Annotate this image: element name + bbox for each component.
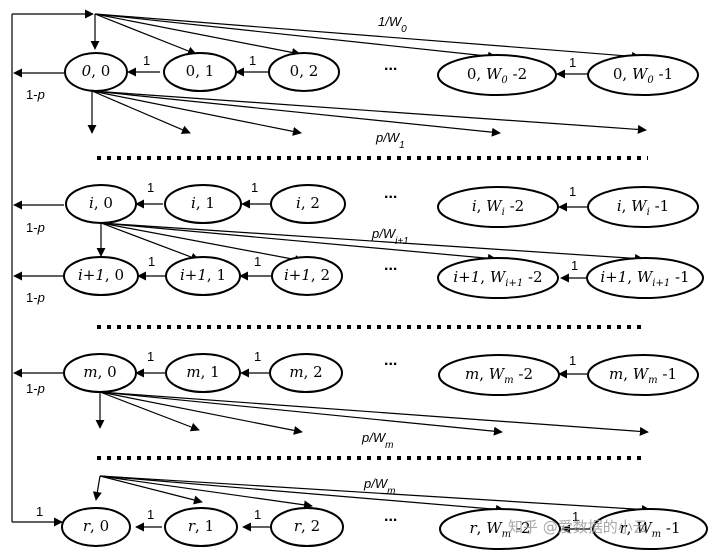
prob-label: 1 (569, 184, 576, 199)
svg-text:m, 2: m, 2 (289, 363, 322, 381)
svg-text:i+1, 2: i+1, 2 (284, 266, 330, 284)
state-node-m-wm-2: m, Wm -2 (438, 354, 560, 396)
state-node-i1-wi1-2: i+1, Wi+1 -2 (437, 257, 559, 299)
state-node-i-2: i, 2 (270, 184, 346, 224)
svg-text:i, Wi -1: i, Wi -1 (617, 197, 669, 218)
prob-label: 1 (147, 180, 154, 195)
svg-text:i+1, Wi+1 -1: i+1, Wi+1 -1 (600, 268, 689, 289)
state-node-0-w0-1: 0, W0 -1 (587, 54, 699, 96)
prob-label: 1 (249, 53, 256, 68)
prob-label: 1 (251, 180, 258, 195)
entry-label-stage-r: p/Wm (363, 476, 395, 497)
ellipsis: ... (384, 508, 397, 525)
state-node-0-w0-2: 0, W0 -2 (437, 54, 557, 96)
svg-text:i+1, 1: i+1, 1 (180, 266, 226, 284)
svg-text:r, 1: r, 1 (188, 517, 214, 535)
back-label-stage-i: 1-p (26, 220, 45, 235)
state-node-m-1: m, 1 (165, 353, 241, 393)
watermark-text: 知乎 @爱数据的小云 (508, 518, 648, 536)
state-node-i1-2: i+1, 2 (271, 256, 343, 296)
prob-label: 1 (148, 254, 155, 269)
state-node-0-1: 0, 1 (163, 52, 237, 92)
exit-label-stage-m: p/Wm (361, 430, 393, 451)
state-node-r-wm-1: r, Wm -1 (592, 508, 708, 550)
state-node-i1-1: i+1, 1 (165, 256, 241, 296)
svg-text:0, 0: 0, 0 (82, 62, 111, 80)
back-label-stage-0: 1-p (26, 87, 45, 102)
exit-label-stage-0: p/W1 (375, 130, 405, 151)
state-node-m-wm-1: m, Wm -1 (587, 354, 699, 396)
svg-text:0, W0 -2: 0, W0 -2 (467, 65, 527, 86)
state-node-i-1: i, 1 (164, 184, 242, 224)
svg-text:m, 0: m, 0 (83, 363, 116, 381)
svg-text:r, Wm -1: r, Wm -1 (619, 519, 680, 540)
svg-text:i, 0: i, 0 (89, 194, 113, 212)
svg-text:i, 1: i, 1 (191, 194, 215, 212)
svg-text:m, Wm -1: m, Wm -1 (609, 365, 677, 386)
svg-text:r, 0: r, 0 (83, 517, 109, 535)
prob-label: 1 (147, 507, 154, 522)
svg-text:i, Wi -2: i, Wi -2 (472, 197, 524, 218)
back-label-stage-i1: 1-p (26, 290, 45, 305)
state-node-i1-wi1-1: i+1, Wi+1 -1 (586, 257, 704, 299)
svg-text:r, Wm -2: r, Wm -2 (469, 519, 530, 540)
state-node-i-wi-1: i, Wi -1 (587, 186, 699, 228)
entry-fanout-stage-0 (90, 13, 641, 61)
state-node-m-2: m, 2 (269, 353, 343, 393)
prob-label: 1 (254, 507, 261, 522)
state-node-0-0: 0, 0 (64, 52, 128, 92)
exit-label-stage-i: p/Wi+1 (371, 226, 409, 247)
state-node-r-1: r, 1 (164, 507, 238, 547)
prob-label: 1 (143, 53, 150, 68)
exit-fanout-stage-0 (87, 90, 647, 137)
svg-text:0, 2: 0, 2 (290, 62, 319, 80)
svg-text:i+1, 0: i+1, 0 (78, 266, 124, 284)
svg-text:m, 1: m, 1 (186, 363, 219, 381)
prob-label: 1 (572, 509, 579, 524)
prob-label: 1 (569, 353, 576, 368)
return-bus (11, 9, 94, 522)
prob-label: 1 (569, 55, 576, 70)
state-node-i-0: i, 0 (65, 184, 137, 224)
state-node-0-2: 0, 2 (268, 52, 340, 92)
ellipsis: ... (384, 257, 397, 274)
entry-label-stage-0: 1/W0 (378, 14, 407, 35)
state-node-m-0: m, 0 (63, 353, 137, 393)
ellipsis: ... (384, 352, 397, 369)
stage-0-row: 1-p 1 1 1 ... 0, 0 0, 1 0, 2 0, W0 -2 0,… (13, 52, 699, 102)
exit-fanout-stage-i (96, 222, 644, 264)
back-label-stage-m: 1-p (26, 381, 45, 396)
state-node-i-wi-2: i, Wi -2 (437, 186, 559, 228)
stage-r-row: 1 1 1 1 ... r, 0 r, 1 r, 2 r, Wm -2 r, W… (12, 504, 708, 550)
svg-text:0, 1: 0, 1 (186, 62, 215, 80)
state-node-r-wm-2: r, Wm -2 (439, 508, 561, 550)
state-node-r-0: r, 0 (61, 507, 131, 547)
prob-label: 1 (571, 258, 578, 273)
prob-label: 1 (254, 254, 261, 269)
state-node-i1-0: i+1, 0 (63, 256, 139, 296)
svg-text:i+1, Wi+1 -2: i+1, Wi+1 -2 (453, 268, 542, 289)
state-node-r-2: r, 2 (270, 507, 344, 547)
exit-fanout-stage-m (95, 391, 649, 436)
stage-i-row: 1-p 1 1 1 ... i, 0 i, 1 i, 2 i, Wi -2 i,… (13, 180, 699, 235)
ellipsis: ... (384, 57, 397, 74)
entry-fanout-stage-r (92, 475, 651, 514)
svg-text:m, Wm -2: m, Wm -2 (465, 365, 533, 386)
back-label-stage-r: 1 (36, 504, 43, 519)
stage-i1-row: 1-p 1 1 1 ... i+1, 0 i+1, 1 i+1, 2 i+1, … (13, 254, 704, 305)
svg-text:0, W0 -1: 0, W0 -1 (613, 65, 673, 86)
ellipsis: ... (384, 185, 397, 202)
prob-label: 1 (254, 349, 261, 364)
svg-text:i, 2: i, 2 (296, 194, 320, 212)
stage-m-row: 1-p 1 1 1 ... m, 0 m, 1 m, 2 m, Wm -2 m,… (13, 349, 699, 396)
prob-label: 1 (147, 349, 154, 364)
svg-text:r, 2: r, 2 (294, 517, 320, 535)
